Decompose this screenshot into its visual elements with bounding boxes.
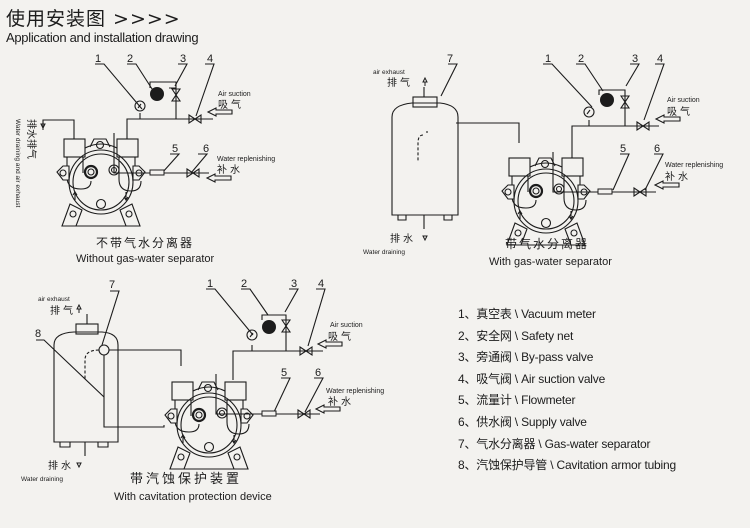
safety-net-icon (150, 87, 164, 101)
callout-2: 2 (578, 53, 584, 65)
drain-arrow-icon (422, 235, 428, 242)
air-exhaust-label-cn: 排气 (50, 304, 76, 317)
water-replenishing-label-cn: 补水 (217, 163, 243, 176)
page-title-cn: 使用安装图 >>>> (6, 8, 181, 30)
callout-5: 5 (172, 143, 178, 155)
water-draining-label-cn: 排水 (48, 459, 74, 472)
callout-7: 7 (109, 279, 115, 291)
callout-4: 4 (657, 53, 663, 65)
callout-6: 6 (203, 143, 209, 155)
exhaust-arrow-icon (422, 76, 428, 86)
air-suction-label-en: Air suction (667, 97, 700, 104)
callout-4: 4 (207, 53, 213, 65)
legend-item-bypass-valve: 3、旁通阀 \ By-pass valve (458, 350, 594, 365)
legend-item-flowmeter: 5、流量计 \ Flowmeter (458, 393, 576, 408)
callout-6: 6 (654, 143, 660, 155)
water-replenishing-label-cn: 补水 (665, 170, 691, 183)
safety-net-icon (262, 320, 276, 334)
air-suction-label-en: Air suction (218, 91, 251, 98)
air-suction-label-cn: 吸气 (328, 330, 354, 343)
vacuum-meter-icon (246, 329, 258, 341)
water-draining-label-en: Water draining (363, 249, 405, 256)
pump-body (55, 137, 147, 228)
callout-1: 1 (95, 53, 101, 65)
drain-arrow-icon (40, 123, 46, 130)
cavitation-float-icon (98, 344, 110, 356)
legend-item-cavitation-armor-tubing: 8、汽蚀保护导管 \ Cavitation armor tubing (458, 458, 676, 473)
drain-exhaust-label-en: Water draining and air exhaust (14, 119, 21, 207)
flowmeter-icon (149, 169, 165, 176)
callout-3: 3 (180, 53, 186, 65)
callout-7: 7 (447, 53, 453, 65)
drain-exhaust-label-cn: 排水排气 (25, 119, 38, 159)
water-draining-label-en: Water draining (21, 476, 63, 483)
legend-item-gas-water-separator: 7、气水分离器 \ Gas-water separator (458, 436, 651, 451)
vacuum-meter-icon (134, 100, 146, 112)
callout-2: 2 (127, 53, 133, 65)
exhaust-arrow-icon (76, 303, 82, 313)
air-suction-label-en: Air suction (330, 322, 363, 329)
safety-net-icon (600, 93, 614, 107)
air-exhaust-label-en: air exhaust (373, 69, 405, 76)
pump-body (500, 156, 592, 247)
caption-en: With cavitation protection device (114, 491, 272, 503)
flowmeter-icon (261, 410, 277, 417)
water-replenishing-label-cn: 补水 (328, 395, 354, 408)
gas-water-separator-tank (391, 87, 520, 229)
callout-3: 3 (632, 53, 638, 65)
callout-8: 8 (35, 328, 41, 340)
air-exhaust-label-en: air exhaust (38, 296, 70, 303)
flowmeter-icon (597, 188, 613, 195)
legend-item-safety-net: 2、安全网 \ Safety net (458, 328, 574, 343)
callout-4: 4 (318, 278, 324, 290)
diagram-with-cavitation-protection: 7 8 1 2 3 4 5 6 air exhaust 排气 排水 Water … (21, 278, 384, 503)
legend-item-air-suction-valve: 4、吸气阀 \ Air suction valve (458, 371, 606, 386)
caption-en: Without gas-water separator (76, 253, 215, 265)
callout-8-leader (36, 339, 105, 398)
callout-1: 1 (545, 53, 551, 65)
drain-arrow-icon (76, 462, 82, 469)
page-title-en: Application and installation drawing (6, 30, 199, 45)
air-suction-label-cn: 吸气 (667, 105, 693, 118)
caption-cn: 带汽蚀保护装置 (130, 471, 242, 486)
legend-item-vacuum-meter: 1、真空表 \ Vacuum meter (458, 307, 596, 321)
callout-6: 6 (315, 367, 321, 379)
caption-cn: 带气水分离器 (505, 236, 589, 251)
vacuum-meter-icon (583, 106, 595, 118)
water-replenishing-label-en: Water replenishing (217, 156, 275, 163)
air-exhaust-label-cn: 排气 (387, 76, 413, 89)
callout-1: 1 (207, 278, 213, 290)
air-suction-label-cn: 吸气 (218, 98, 244, 111)
callout-3: 3 (291, 278, 297, 290)
component-legend: 1、真空表 \ Vacuum meter 2、安全网 \ Safety net … (458, 304, 676, 477)
diagram-without-separator: 1 2 3 4 5 6 Air suction 吸气 Water repleni… (14, 53, 275, 265)
caption-en: With gas-water separator (489, 256, 612, 268)
legend-item-supply-valve: 6、供水阀 \ Supply valve (458, 414, 587, 429)
callout-5: 5 (620, 143, 626, 155)
water-replenishing-label-en: Water replenishing (665, 162, 723, 169)
caption-cn: 不带气水分离器 (96, 235, 194, 250)
water-draining-label-cn: 排水 (390, 232, 416, 245)
cavitation-armor-tubing (103, 355, 165, 428)
water-replenishing-label-en: Water replenishing (326, 388, 384, 395)
callout-2: 2 (241, 278, 247, 290)
gas-water-separator-tank (36, 290, 182, 456)
diagram-with-separator: 7 1 2 3 4 5 6 air exhaust 排气 排水 Water dr… (363, 53, 723, 268)
pump-body (163, 380, 255, 471)
callout-5: 5 (281, 367, 287, 379)
